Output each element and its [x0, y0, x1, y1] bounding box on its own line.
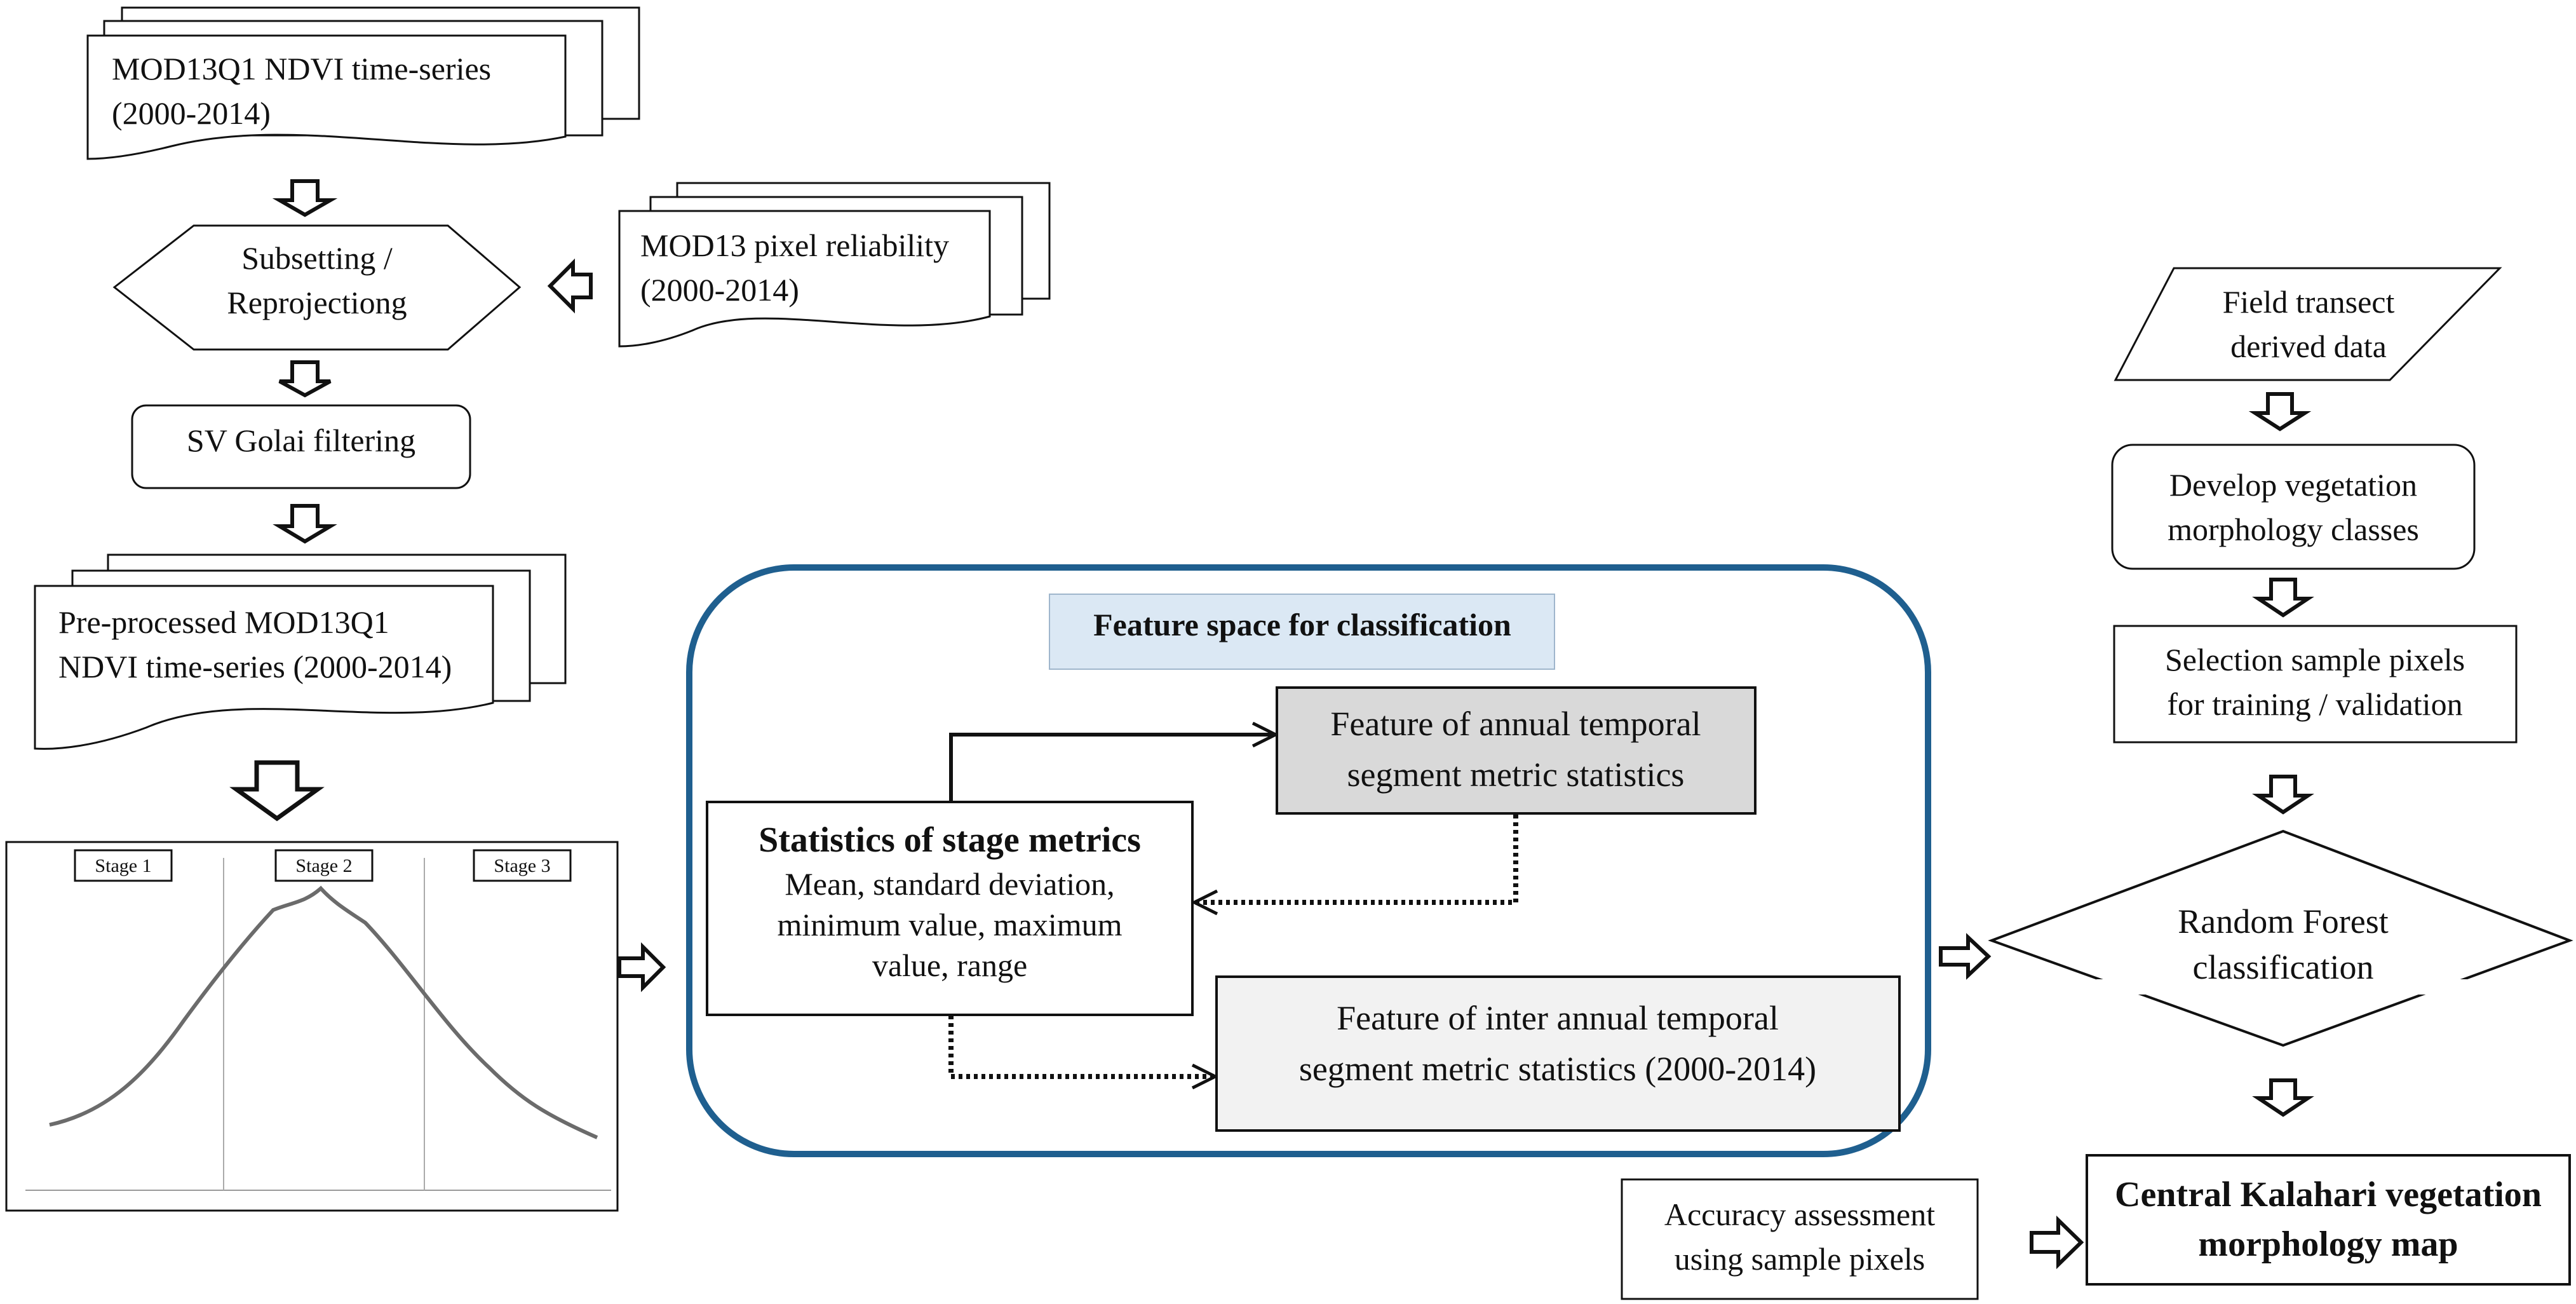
- random-forest-text-mask: [2096, 979, 2478, 995]
- inter-annual-feature-box: Feature of inter annual temporal segment…: [1215, 975, 1901, 1132]
- block-arrow-right-to-map: [2030, 1215, 2084, 1270]
- sv-golai-label: SV Golai filtering: [187, 423, 415, 458]
- mod13q1-ndvi-line2: (2000-2014): [112, 95, 271, 131]
- inter-annual-feature-line2: segment metric statistics (2000-2014): [1299, 1050, 1816, 1088]
- final-map-line1: Central Kalahari vegetation: [2115, 1175, 2542, 1214]
- develop-classes-box: Develop vegetation morphology classes: [2111, 444, 2476, 570]
- field-transect-data-input: Field transect derived data: [2114, 267, 2502, 381]
- stage-3-tag: Stage 3: [473, 849, 572, 882]
- block-arrow-down-right-2: [2252, 578, 2314, 618]
- inter-annual-feature-line1: Feature of inter annual temporal: [1337, 999, 1779, 1037]
- block-arrow-left-reliability: [547, 258, 593, 314]
- connector-metrics-to-interannual-dotted: [948, 1015, 1215, 1076]
- feature-space-header: Feature space for classification: [1049, 594, 1555, 670]
- field-transect-line2: derived data: [2230, 329, 2387, 364]
- annual-feature-line2: segment metric statistics: [1347, 756, 1685, 794]
- preprocessed-document-stack: Pre-processed MOD13Q1 NDVI time-series (…: [34, 554, 567, 750]
- annual-temporal-feature-box: Feature of annual temporal segment metri…: [1276, 686, 1757, 815]
- pixel-reliability-line2: (2000-2014): [640, 272, 799, 308]
- stage-2-tag: Stage 2: [274, 849, 374, 882]
- block-arrow-down-right-1: [2248, 392, 2312, 431]
- selection-samples-line1: Selection sample pixels: [2165, 642, 2465, 677]
- block-arrow-right-to-feature-space: [617, 942, 666, 993]
- accuracy-assessment-box: Accuracy assessment using sample pixels: [1621, 1178, 1979, 1300]
- subsetting-line2: Reprojectiong: [227, 285, 407, 320]
- ndvi-stage-curve-panel: Stage 1 Stage 2 Stage 3: [5, 841, 619, 1212]
- block-arrow-down-2: [278, 360, 332, 398]
- connector-annual-to-metrics-dotted: [1194, 815, 1518, 902]
- accuracy-line1: Accuracy assessment: [1664, 1197, 1935, 1232]
- sv-golai-filtering-box: SV Golai filtering: [131, 404, 471, 489]
- connector-metrics-to-annual: [949, 735, 1276, 802]
- block-arrow-down-3: [273, 504, 337, 544]
- block-arrow-right-to-random-forest: [1939, 933, 1992, 980]
- stage-metrics-line3: value, range: [872, 947, 1027, 983]
- develop-classes-line2: morphology classes: [2168, 512, 2419, 547]
- stage-3-label: Stage 3: [494, 855, 550, 876]
- block-arrow-down-4: [229, 760, 325, 822]
- subsetting-line1: Subsetting /: [241, 240, 393, 276]
- field-transect-line1: Field transect: [2223, 284, 2395, 320]
- random-forest-decision: Random Forest classification: [1988, 829, 2573, 1047]
- mod13q1-ndvi-document-stack: MOD13Q1 NDVI time-series (2000-2014): [86, 6, 640, 160]
- final-map-line2: morphology map: [2198, 1225, 2458, 1264]
- annual-feature-line1: Feature of annual temporal: [1330, 705, 1701, 743]
- stage-1-tag: Stage 1: [74, 849, 173, 882]
- selection-samples-line2: for training / validation: [2167, 686, 2462, 722]
- pixel-reliability-document-stack: MOD13 pixel reliability (2000-2014): [618, 182, 1051, 348]
- accuracy-line2: using sample pixels: [1675, 1241, 1925, 1277]
- feature-space-title: Feature space for classification: [1093, 607, 1511, 642]
- pixel-reliability-line1: MOD13 pixel reliability: [640, 228, 949, 263]
- random-forest-line1: Random Forest: [2178, 902, 2389, 941]
- develop-classes-line1: Develop vegetation: [2169, 467, 2417, 503]
- block-arrow-down-right-3: [2252, 775, 2314, 815]
- final-map-box: Central Kalahari vegetation morphology m…: [2086, 1154, 2571, 1286]
- stage-metrics-title: Statistics of stage metrics: [759, 820, 1141, 860]
- preprocessed-line2: NDVI time-series (2000-2014): [58, 649, 452, 684]
- mod13q1-ndvi-line1: MOD13Q1 NDVI time-series: [112, 51, 491, 86]
- ndvi-phenology-curve: [49, 885, 598, 1139]
- stage-1-label: Stage 1: [95, 855, 151, 876]
- stage-metrics-line2: minimum value, maximum: [778, 907, 1123, 942]
- block-arrow-down-1: [272, 179, 338, 217]
- stage-metrics-box: Statistics of stage metrics Mean, standa…: [706, 801, 1194, 1016]
- stage-2-label: Stage 2: [295, 855, 352, 876]
- stage-metrics-line1: Mean, standard deviation,: [785, 866, 1114, 902]
- subsetting-hexagon: Subsetting / Reprojectiong: [112, 224, 522, 351]
- block-arrow-down-right-4: [2252, 1078, 2314, 1117]
- preprocessed-line1: Pre-processed MOD13Q1: [58, 604, 389, 640]
- selection-samples-box: Selection sample pixels for training / v…: [2113, 625, 2518, 744]
